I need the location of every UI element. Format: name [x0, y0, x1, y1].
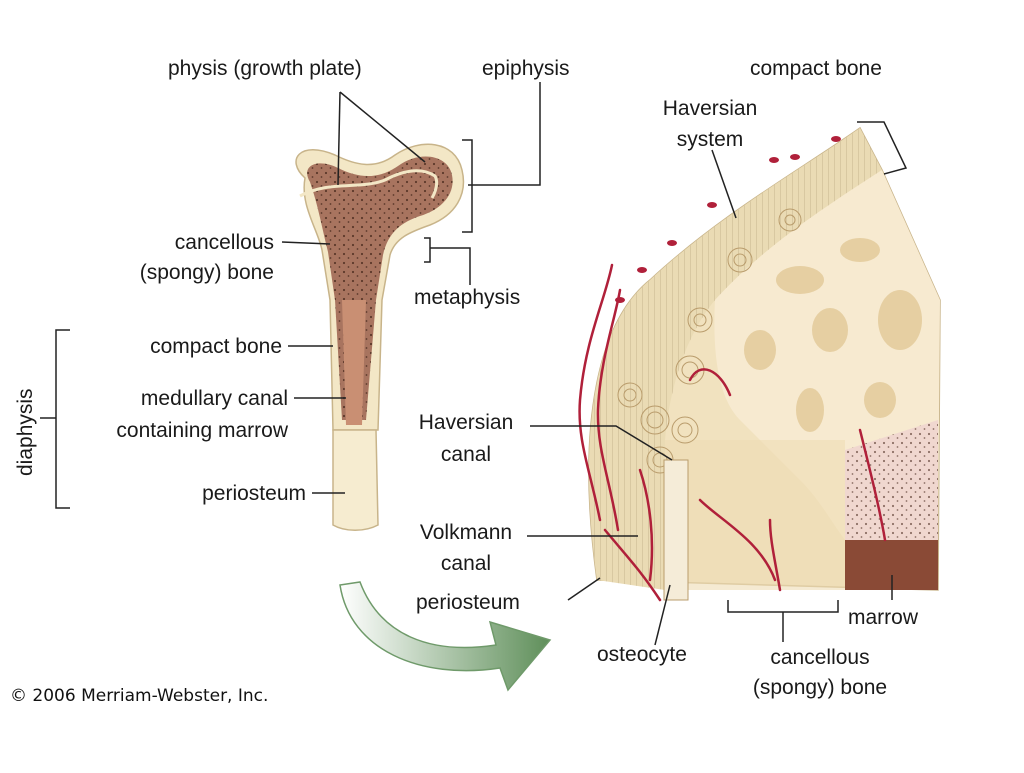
label-haversian-system-2: system — [676, 128, 744, 151]
femur — [295, 143, 465, 531]
label-periosteum-right: periosteum — [416, 591, 520, 614]
label-periosteum-left: periosteum — [202, 482, 306, 505]
label-volkmann-1: Volkmann — [419, 521, 513, 544]
blood-vessels — [578, 263, 887, 602]
label-medullary-1: medullary canal — [140, 387, 288, 410]
label-cancellous-left-2: (spongy) bone — [139, 261, 274, 284]
label-haversian-system-1: Haversian — [662, 97, 758, 120]
left-leaders — [40, 82, 541, 509]
label-medullary-2: containing marrow — [116, 419, 288, 442]
label-haversian-canal-2: canal — [440, 443, 492, 466]
copyright-notice: © 2006 Merriam-Webster, Inc. — [10, 686, 269, 706]
label-marrow: marrow — [848, 606, 919, 629]
label-metaphysis: metaphysis — [414, 286, 521, 309]
periosteum-shaft — [332, 429, 379, 531]
label-cancellous-right-1: cancellous — [770, 646, 870, 669]
label-haversian-canal-1: Haversian — [418, 411, 514, 434]
label-cancellous-left-1: cancellous — [174, 231, 274, 254]
label-compact-bone-left: compact bone — [150, 335, 282, 358]
label-osteocyte: osteocyte — [597, 643, 687, 666]
haversian-canal-column — [663, 459, 689, 601]
label-physis: physis (growth plate) — [168, 57, 362, 80]
label-diaphysis: diaphysis — [14, 388, 37, 476]
growth-plate — [299, 169, 439, 199]
label-volkmann-2: canal — [440, 552, 492, 575]
label-epiphysis: epiphysis — [482, 57, 570, 80]
label-compact-bone-right: compact bone — [750, 57, 882, 80]
bone-block — [578, 126, 941, 602]
label-cancellous-right-2: (spongy) bone — [752, 676, 888, 699]
medullary-canal — [342, 300, 366, 425]
right-leaders — [527, 121, 908, 646]
transition-arrow — [339, 581, 552, 692]
